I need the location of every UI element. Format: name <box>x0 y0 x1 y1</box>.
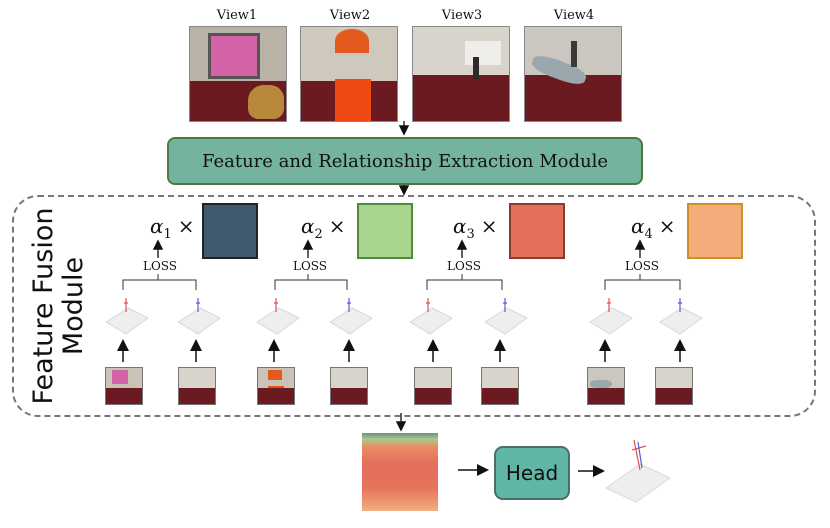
loss-label-2: LOSS <box>292 259 328 273</box>
fused-feature-map <box>362 433 438 511</box>
loss-label-1: LOSS <box>142 259 178 273</box>
view-label-3: View3 <box>441 8 483 23</box>
thumb-view3-d <box>481 367 519 405</box>
view-image-1 <box>189 26 287 122</box>
thumb-view3-a <box>178 367 216 405</box>
view-label-4: View4 <box>553 8 595 23</box>
view-label-1: View1 <box>216 8 258 23</box>
feature-square-4 <box>687 203 743 259</box>
feature-square-3 <box>509 203 565 259</box>
view-image-3 <box>412 26 510 122</box>
feature-square-1 <box>202 203 258 259</box>
view-image-4 <box>524 26 622 122</box>
view-image-2 <box>300 26 398 122</box>
extraction-module-label: Feature and Relationship Extraction Modu… <box>201 150 609 172</box>
thumb-view1-a <box>105 367 143 405</box>
alpha-weight-4: α4× <box>631 214 676 242</box>
head-module: Head <box>494 446 570 500</box>
thumb-view2-a <box>257 367 295 405</box>
thumb-view3-c <box>414 367 452 405</box>
feature-extraction-module: Feature and Relationship Extraction Modu… <box>167 137 643 185</box>
thumb-view3-b <box>330 367 368 405</box>
alpha-weight-1: α1× <box>150 214 195 242</box>
alpha-weight-2: α2× <box>301 214 346 242</box>
loss-label-4: LOSS <box>624 259 660 273</box>
thumb-view3-e <box>655 367 693 405</box>
thumb-view4-a <box>587 367 625 405</box>
feature-fusion-module-box <box>12 195 816 417</box>
alpha-weight-3: α3× <box>453 214 498 242</box>
loss-label-3: LOSS <box>446 259 482 273</box>
head-label: Head <box>505 461 559 485</box>
feature-square-2 <box>357 203 413 259</box>
view-label-2: View2 <box>329 8 371 23</box>
